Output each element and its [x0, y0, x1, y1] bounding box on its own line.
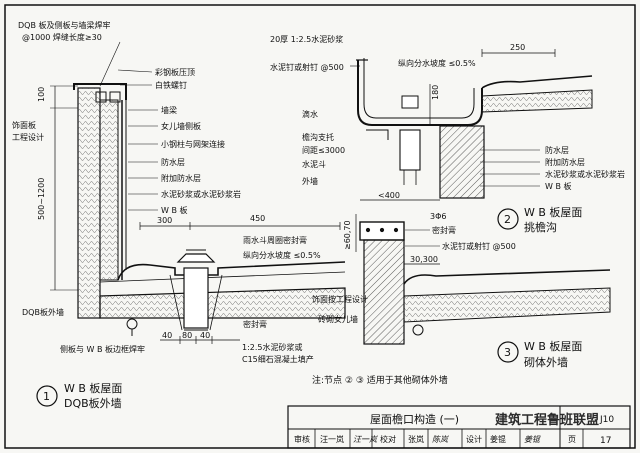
detail-1-text: DQB 板及侧板与墙梁焊牢 @1000 焊缝长度≥30 彩钢板压顶 白铁螺钉 墙… — [12, 20, 321, 410]
page-label: 页 — [568, 435, 576, 444]
detail-2-text: 20厚 1:2.5水泥砂浆 水泥钉或射钉 @500 纵向分水坡度 ≤0.5% 2… — [270, 34, 625, 234]
detail1-note-outer: DQB板外墙 — [22, 307, 64, 317]
detail1-label-2: 墙梁 — [161, 105, 177, 115]
cell-check-name: 张岚 — [408, 435, 424, 444]
detail2-label-2: 水泥砂浆或水泥砂浆岩 — [545, 169, 625, 179]
detail1-top-note-b: @1000 焊缝长度≥30 — [22, 32, 102, 42]
detail3-number: 3 — [504, 346, 511, 359]
detail1-label-7: 水泥砂浆或水泥砂浆岩 — [161, 189, 241, 199]
detail-1-drawing — [36, 41, 346, 407]
detail1-dim-80: 80 — [182, 331, 192, 340]
title-block — [287, 405, 631, 449]
detail1-label-3: 女儿墙侧板 — [161, 121, 201, 131]
detail1-note-weld: 侧板与 W B 板边框焊牢 — [60, 344, 145, 354]
detail2-left-c: 间距≤3000 — [302, 146, 345, 155]
detail1-note-slope: 纵向分水坡度 ≤0.5% — [243, 250, 321, 260]
detail1-number: 1 — [43, 390, 50, 403]
detail1-dim-300: 300 — [157, 216, 172, 225]
detail2-label-0: 防水层 — [545, 145, 569, 155]
signature-review: 汪一岚 — [353, 435, 378, 444]
detail1-note-concrete: C15细石混凝土填产 — [242, 354, 314, 364]
detail1-dim-100: 100 — [37, 87, 46, 102]
footnote: 注:节点 ② ③ 适用于其他砌体外墙 — [312, 374, 448, 386]
drawing-title: 屋面檐口构造 (一) — [370, 412, 459, 426]
detail1-label-0: 彩钢板压顶 — [155, 67, 195, 77]
cell-check-label: 校对 — [380, 434, 396, 444]
detail1-dim-40b: 40 — [200, 331, 210, 340]
detail2-label-1: 附加防水层 — [545, 157, 585, 167]
detail1-dim-450: 450 — [250, 214, 265, 223]
detail3-note-nail: 水泥钉或射钉 @500 — [442, 241, 516, 251]
detail2-dim-400: <400 — [378, 191, 400, 200]
signature-design: 姜锟 — [524, 435, 541, 444]
detail1-note-mortar: 1:2.5水泥砂浆或 — [242, 342, 303, 352]
detail2-label-3: W B 板 — [545, 181, 571, 191]
detail1-label-6: 附加防水层 — [161, 173, 201, 183]
detail-2-drawing — [350, 49, 593, 230]
detail2-title-b: 挑檐沟 — [524, 220, 557, 234]
detail1-note-seal: 密封膏 — [243, 319, 267, 329]
detail2-note-mortar: 20厚 1:2.5水泥砂浆 — [270, 34, 343, 44]
atlas-number: J10 — [599, 415, 614, 425]
title-block-text: 屋面檐口构造 (一) 建筑工程鲁班联盟 J10 审核 汪一岚 汪一岚 校对 张岚… — [294, 412, 614, 446]
detail3-dim-6070: ≥60,70 — [343, 220, 352, 250]
detail1-title-a: W B 板屋面 — [64, 381, 122, 395]
cell-design-label: 设计 — [466, 434, 482, 444]
detail1-label-1: 白铁螺钉 — [155, 80, 187, 90]
detail3-dim-3030: 30,300 — [410, 255, 438, 264]
detail2-dim-250: 250 — [510, 43, 525, 52]
detail1-label-8: W B 板 — [161, 205, 187, 215]
detail3-title-b: 砌体外墙 — [524, 355, 568, 369]
detail1-title-b: DQB板外墙 — [64, 396, 122, 410]
detail2-dim-180: 180 — [431, 85, 440, 100]
cell-design-name: 姜锟 — [490, 434, 506, 444]
detail3-note-seal: 密封膏 — [432, 225, 456, 235]
detail1-dim-height: 500~1200 — [37, 178, 46, 220]
cell-review-name: 汪一岚 — [320, 435, 344, 444]
detail2-number: 2 — [504, 213, 511, 226]
detail2-left-b: 檐沟支托 — [302, 132, 334, 142]
detail1-label-4: 小钢柱与网架连接 — [161, 139, 225, 149]
detail2-note-slope: 纵向分水坡度 ≤0.5% — [398, 58, 476, 68]
detail1-left-a: 饰面板 — [12, 120, 36, 130]
watermark: 建筑工程鲁班联盟 — [495, 412, 599, 428]
detail2-left-a: 滴水 — [302, 109, 318, 119]
detail3-rebar: 3Φ6 — [430, 212, 446, 221]
detail2-note-nail: 水泥钉或射钉 @500 — [270, 62, 344, 72]
detail1-top-note-a: DQB 板及侧板与墙梁焊牢 — [18, 20, 111, 30]
detail2-left-e: 外墙 — [302, 176, 318, 186]
cell-review-label: 审核 — [294, 434, 310, 444]
signature-check: 陈岚 — [432, 435, 449, 444]
detail2-title-a: W B 板屋面 — [524, 205, 582, 219]
detail3-note-wall: 砖砌女儿墙 — [318, 314, 358, 324]
detail1-dim-40a: 40 — [162, 331, 172, 340]
detail2-left-d: 水泥斗 — [302, 159, 326, 169]
detail1-left-b: 工程设计 — [12, 132, 44, 142]
detail1-label-5: 防水层 — [161, 157, 185, 167]
page-number: 17 — [600, 436, 611, 446]
detail-3-drawing — [355, 214, 611, 363]
detail-3-text: 3Φ6 ≥60,70 密封膏 水泥钉或射钉 @500 30,300 饰面按工程设… — [312, 212, 582, 369]
detail1-note-sealant: 雨水斗周圈密封膏 — [243, 235, 307, 245]
detail3-note-face: 饰面按工程设计 — [312, 294, 368, 304]
detail3-title-a: W B 板屋面 — [524, 339, 582, 353]
